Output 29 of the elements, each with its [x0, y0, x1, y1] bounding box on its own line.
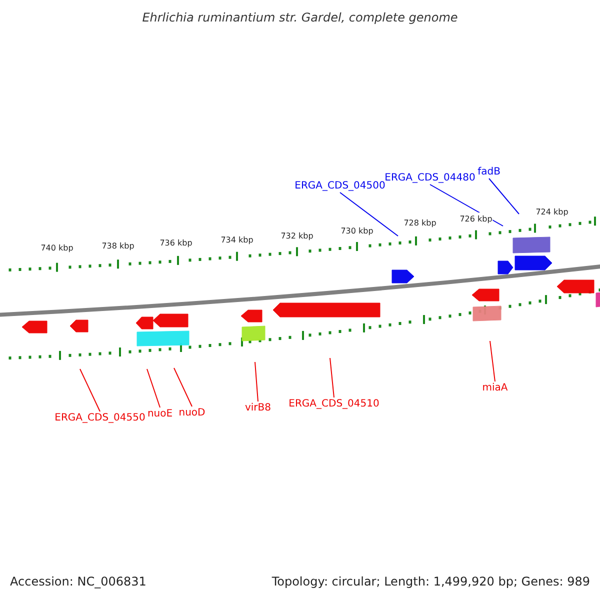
accession-text: Accession: NC_006831: [10, 576, 146, 588]
genome-summary: Topology: circular; Length: 1,499,920 bp; Genes: 989: [272, 576, 590, 588]
gene-label: ERGA_CDS_04500: [294, 180, 386, 192]
leader-line: [488, 178, 520, 214]
scale-label: 726 kbp: [460, 212, 492, 226]
scale-label: 738 kbp: [102, 240, 134, 252]
scale-label: 724 kbp: [536, 206, 568, 218]
gene-label: nuoE: [147, 408, 173, 420]
scale-label: 734 kbp: [220, 234, 254, 246]
diagram-title: Ehrlichia ruminantium str. Gardel, complete genome: [142, 12, 458, 24]
leader-line: [146, 368, 160, 408]
gene-label: virB8: [244, 402, 272, 414]
leader-line: [490, 340, 496, 382]
leader-line: [330, 358, 334, 398]
scale-label: 736 kbp: [160, 236, 192, 250]
scale-label: 730 kbp: [340, 224, 374, 238]
scale-label: 732 kbp: [280, 230, 314, 242]
gene-label: ERGA_CDS_04480: [384, 172, 476, 184]
scale-label: 740 kbp: [40, 242, 74, 254]
leader-line: [174, 368, 192, 407]
scale-label: 728 kbp: [404, 216, 436, 230]
gene-label: fadB: [478, 166, 500, 178]
gene-label: miaA: [482, 382, 508, 394]
leader-line: [340, 192, 398, 236]
leader-line: [254, 362, 258, 402]
gene-label: nuoD: [178, 406, 206, 420]
leader-line: [80, 368, 100, 412]
gene-label: ERGA_CDS_04510: [288, 398, 380, 410]
gene-label: ERGA_CDS_04550: [54, 412, 146, 424]
